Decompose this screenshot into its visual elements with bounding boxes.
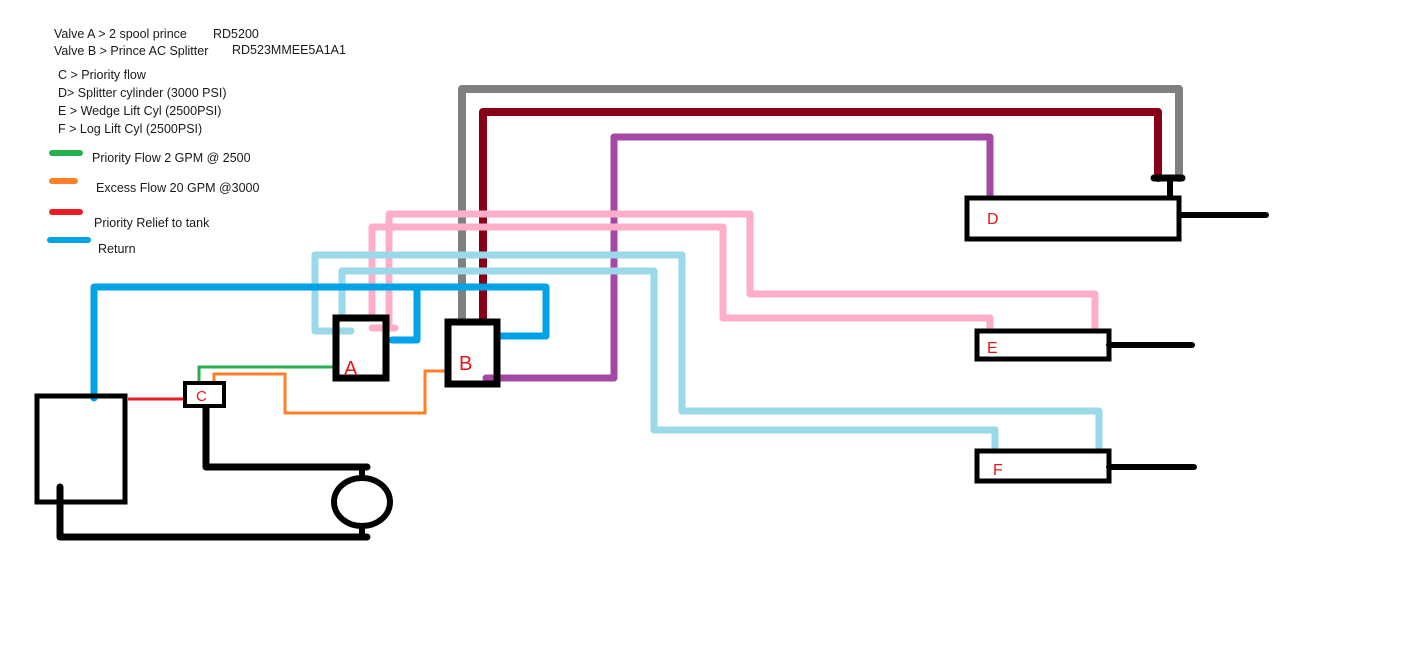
return-line-main [90, 283, 550, 402]
gray-hose [458, 85, 1183, 322]
excess-flow-line [212, 369, 445, 415]
legend-label-priority-flow: Priority Flow 2 GPM @ 2500 [92, 151, 251, 165]
valve-b-part-number: RD523MMEE5A1A1 [232, 43, 346, 57]
f-note: F > Log Lift Cyl (2500PSI) [58, 122, 203, 136]
cylinder-e [974, 328, 1112, 362]
legend-label-excess-flow: Excess Flow 20 GPM @3000 [96, 181, 260, 195]
valve-a-part-number: RD5200 [213, 27, 259, 41]
cylinder-d-label: D [987, 211, 999, 228]
c-note: C > Priority flow [58, 68, 146, 82]
pressure-line [202, 401, 371, 471]
d-note: D> Splitter cylinder (3000 PSI) [58, 86, 227, 100]
pink-hose-upper [385, 210, 1099, 332]
valve-b-label: B [459, 353, 472, 375]
pump [331, 475, 393, 529]
cylinder-e-label: E [987, 340, 998, 357]
cylinder-f-label: F [993, 462, 1003, 479]
valve-c [183, 381, 226, 408]
valve-a-note: Valve A > 2 spool prince [54, 27, 187, 41]
valve-b-note: Valve B > Prince AC Splitter [54, 44, 209, 58]
e-note: E > Wedge Lift Cyl (2500PSI) [58, 104, 222, 118]
tank [34, 393, 128, 505]
purple-hose [482, 133, 994, 382]
pink-hose-lower [368, 223, 994, 334]
light-blue-hose-inner [338, 267, 999, 454]
legend-label-return: Return [98, 242, 136, 256]
light-blue-hose-outer [311, 251, 1103, 454]
legend-label-priority-relief: Priority Relief to tank [94, 216, 210, 230]
return-line-valve-a [388, 283, 421, 344]
valve-b [444, 318, 501, 388]
valve-a-label: A [344, 358, 358, 380]
valve-c-label: C [196, 388, 207, 405]
priority-flow-line [197, 365, 335, 383]
cylinder-d [964, 195, 1182, 242]
suction-line [56, 483, 371, 541]
valve-a [332, 314, 390, 382]
